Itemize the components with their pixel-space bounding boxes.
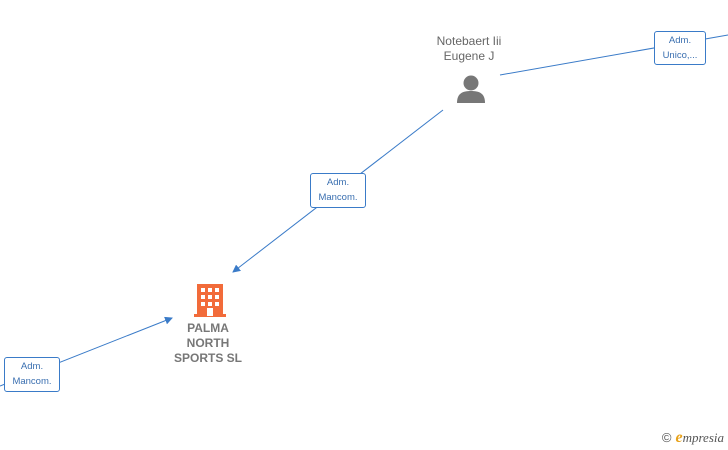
person-name[interactable]: Notebaert Iii Eugene J	[436, 34, 502, 63]
brand-name: mpresia	[682, 430, 724, 445]
edge-label-middle[interactable]: Adm. Mancom.	[310, 173, 366, 208]
brand-initial: e	[675, 429, 683, 446]
edge-label-bottom-left[interactable]: Adm. Mancom.	[4, 357, 60, 392]
person-icon[interactable]	[455, 74, 487, 104]
company-name[interactable]: PALMA NORTH SPORTS SL	[173, 321, 242, 365]
empresia-watermark: ©empresia	[662, 429, 724, 447]
edge-label-top-right[interactable]: Adm. Unico,...	[654, 31, 706, 65]
copyright-symbol: ©	[661, 430, 672, 445]
company-building-icon[interactable]	[194, 282, 226, 318]
